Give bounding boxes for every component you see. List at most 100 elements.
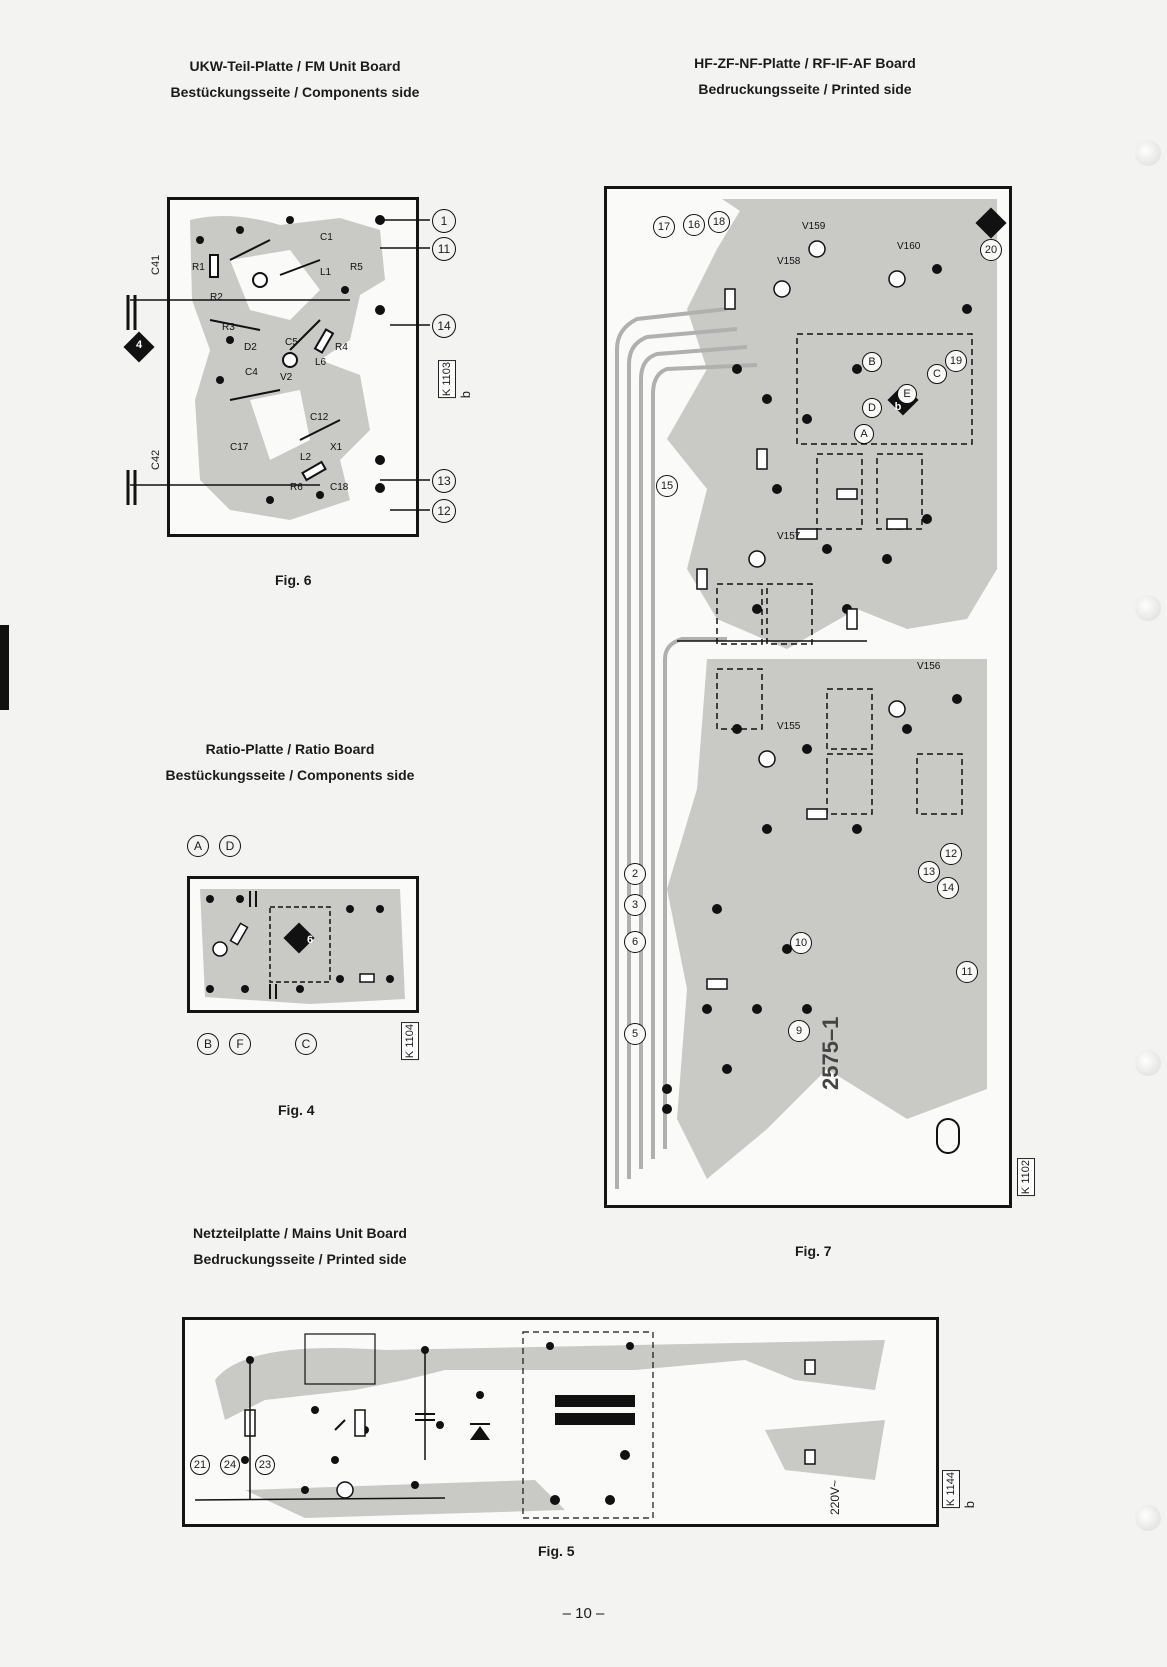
ratio-diamond-label: 6	[306, 934, 314, 946]
svg-text:V159: V159	[802, 221, 826, 232]
ratio-code: K 1104	[401, 1022, 419, 1061]
svg-text:V156: V156	[917, 661, 941, 672]
svg-text:R2: R2	[210, 292, 223, 303]
svg-text:C12: C12	[310, 412, 329, 423]
mains-traces	[194, 1331, 885, 1519]
ratio-point: F	[229, 1033, 251, 1055]
fm-unit-title: UKW-Teil-Platte / FM Unit Board	[189, 58, 401, 74]
svg-text:V160: V160	[897, 241, 921, 252]
ratio-title: Ratio-Platte / Ratio Board	[205, 741, 375, 757]
svg-text:C5: C5	[285, 337, 298, 348]
svg-text:L6: L6	[315, 357, 327, 368]
mains-pin: 23	[255, 1455, 275, 1475]
fm-pin: 12	[432, 499, 456, 523]
fm-pin: 1	[432, 209, 456, 233]
svg-text:L1: L1	[320, 267, 332, 278]
binder-hole	[1135, 140, 1161, 166]
fm-pin: 11	[432, 237, 456, 261]
rf-test-point: E	[897, 384, 917, 404]
fig-6-caption: Fig. 6	[275, 572, 312, 588]
svg-text:R1: R1	[192, 262, 205, 273]
svg-text:C17: C17	[230, 442, 249, 453]
binder-hole	[1135, 1050, 1161, 1076]
svg-text:R3: R3	[222, 322, 235, 333]
svg-text:R4: R4	[335, 342, 348, 353]
svg-text:D2: D2	[244, 342, 257, 353]
mains-code: K 1144	[942, 1470, 960, 1509]
fig-7-caption: Fig. 7	[795, 1243, 832, 1259]
svg-text:C1: C1	[320, 232, 333, 243]
rf-pin: 19	[945, 350, 967, 372]
mains-code-suffix: b	[962, 1500, 977, 1509]
svg-text:R6: R6	[290, 482, 303, 493]
svg-text:R5: R5	[350, 262, 363, 273]
rf-pin: 3	[624, 894, 646, 916]
mains-voltage: 220V~	[828, 1479, 842, 1515]
ext-cap-c42: C42	[150, 449, 162, 470]
rf-pin: 17	[653, 216, 675, 238]
ratio-point: D	[219, 835, 241, 857]
rf-pin: 15	[656, 475, 678, 497]
rf-test-point: B	[862, 352, 882, 372]
rf-pin: 20	[980, 239, 1002, 261]
fm-code-group: K 1103 b	[438, 360, 473, 399]
rf-pin: 12	[940, 843, 962, 865]
binder-hole	[1135, 1505, 1161, 1531]
rf-board-title: HF-ZF-NF-Platte / RF-IF-AF Board	[694, 55, 916, 71]
rf-pin: 5	[624, 1023, 646, 1045]
svg-text:V2: V2	[280, 372, 293, 383]
mains-code-group: K 1144 b	[942, 1470, 977, 1509]
mains-pin: 24	[220, 1455, 240, 1475]
page-edge-tab	[0, 625, 9, 710]
fig-5-caption: Fig. 5	[538, 1543, 575, 1559]
mains-heading: Netzteilplatte / Mains Unit Board Bedruc…	[140, 1220, 460, 1272]
ratio-traces	[200, 889, 405, 1004]
mains-title: Netzteilplatte / Mains Unit Board	[193, 1225, 407, 1241]
ratio-heading: Ratio-Platte / Ratio Board Bestückungsse…	[130, 736, 450, 788]
rf-pin: 11	[956, 961, 978, 983]
ratio-point: A	[187, 835, 209, 857]
rf-pin: 9	[788, 1020, 810, 1042]
rf-test-point: A	[854, 424, 874, 444]
ratio-point: B	[197, 1033, 219, 1055]
rf-code: K 1102	[1017, 1158, 1035, 1197]
svg-text:V157: V157	[777, 531, 801, 542]
rf-pin: 6	[624, 931, 646, 953]
fm-pin: 13	[432, 469, 456, 493]
rf-test-point: D	[862, 398, 882, 418]
ratio-subtitle: Bestückungsseite / Components side	[165, 767, 415, 783]
binder-hole	[1135, 595, 1161, 621]
ext-cap-c41: C41	[150, 254, 162, 275]
fig-4-caption: Fig. 4	[278, 1102, 315, 1118]
rf-board-subtitle: Bedruckungsseite / Printed side	[698, 81, 912, 97]
svg-text:V155: V155	[777, 721, 801, 732]
rf-pin: 18	[708, 211, 730, 233]
rf-pin: 13	[918, 861, 940, 883]
mains-pin: 21	[190, 1455, 210, 1475]
svg-text:V158: V158	[777, 256, 801, 267]
rf-pin: 16	[683, 214, 705, 236]
rf-pin: 10	[790, 932, 812, 954]
fm-unit-heading: UKW-Teil-Platte / FM Unit Board Bestücku…	[120, 53, 470, 105]
fm-code-suffix: b	[458, 390, 473, 399]
page-number: – 10 –	[562, 1605, 605, 1622]
fm-code: K 1103	[438, 360, 456, 399]
svg-text:X1: X1	[330, 442, 343, 453]
fm-diamond-label: 4	[135, 339, 143, 351]
svg-text:L2: L2	[300, 452, 312, 463]
rf-board-heading: HF-ZF-NF-Platte / RF-IF-AF Board Bedruck…	[630, 50, 980, 102]
rf-pin: 2	[624, 863, 646, 885]
mains-subtitle: Bedruckungsseite / Printed side	[193, 1251, 407, 1267]
fm-unit-subtitle: Bestückungsseite / Components side	[170, 84, 420, 100]
svg-text:C18: C18	[330, 482, 349, 493]
rf-test-point: C	[927, 364, 947, 384]
svg-text:C4: C4	[245, 367, 258, 378]
rf-pin: 14	[937, 877, 959, 899]
fm-pin: 14	[432, 314, 456, 338]
rf-diamond-label: b	[894, 401, 902, 413]
rf-board-number: 2575–1	[818, 1016, 843, 1090]
